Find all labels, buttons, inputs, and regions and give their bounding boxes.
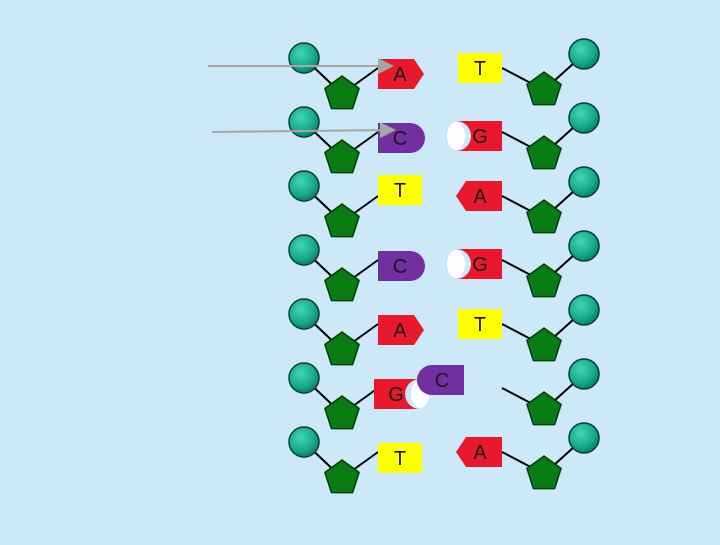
- deoxyribose-sugar: [324, 267, 360, 302]
- base-letter: G: [388, 384, 404, 406]
- base-letter: A: [473, 442, 487, 464]
- base-pair-row: [288, 294, 600, 366]
- deoxyribose-sugar: [526, 327, 562, 362]
- deoxyribose-sugar: [526, 455, 562, 490]
- deoxyribose-sugar: [526, 71, 562, 106]
- phosphate-group: [568, 422, 600, 454]
- base-letter: C: [435, 370, 449, 392]
- base-t-shape: [458, 309, 502, 339]
- base-a-shape: [378, 315, 424, 345]
- base-a-shape: [456, 181, 502, 211]
- base-a-shape: [456, 437, 502, 467]
- g-notch-highlight: [447, 250, 465, 278]
- base-g-shape: [374, 379, 420, 409]
- phosphate-group: [568, 294, 600, 326]
- base-c-shape: [417, 365, 464, 395]
- base-pair-row: [288, 230, 600, 302]
- base-g-shape: [456, 121, 502, 151]
- base-letter: T: [394, 448, 406, 470]
- phosphate-group: [288, 106, 320, 138]
- pointer-arrow-2: [211, 122, 396, 139]
- phosphate-group: [288, 298, 320, 330]
- deoxyribose-sugar: [526, 135, 562, 170]
- g-notch-highlight: [447, 122, 465, 150]
- base-letter: G: [472, 254, 488, 276]
- deoxyribose-sugar: [526, 263, 562, 298]
- phosphate-group: [288, 362, 320, 394]
- deoxyribose-sugar: [324, 459, 360, 494]
- base-pair-row: [288, 422, 600, 494]
- phosphate-group: [288, 170, 320, 202]
- phosphate-group: [568, 230, 600, 262]
- phosphate-group: [568, 358, 600, 390]
- deoxyribose-sugar: [526, 199, 562, 234]
- deoxyribose-sugar: [324, 395, 360, 430]
- base-letter: G: [472, 126, 488, 148]
- base-letter: T: [474, 314, 486, 336]
- base-letter: C: [393, 256, 407, 278]
- base-letter: C: [393, 128, 407, 150]
- phosphate-group: [568, 166, 600, 198]
- base-pair-row: [288, 102, 600, 174]
- base-c-shape: [378, 251, 425, 281]
- base-pair-row: [288, 38, 600, 110]
- phosphate-group: [288, 234, 320, 266]
- phosphate-group: [288, 42, 320, 74]
- base-t-shape: [378, 175, 422, 205]
- deoxyribose-sugar: [324, 331, 360, 366]
- deoxyribose-sugar: [324, 139, 360, 174]
- base-letter: A: [473, 186, 487, 208]
- deoxyribose-sugar: [324, 203, 360, 238]
- base-t-shape: [458, 53, 502, 83]
- phosphate-group: [568, 102, 600, 134]
- base-t-shape: [378, 443, 422, 473]
- base-letter: A: [393, 320, 407, 342]
- phosphate-group: [288, 426, 320, 458]
- deoxyribose-sugar: [526, 391, 562, 426]
- base-letter: T: [474, 58, 486, 80]
- base-pair-row: [288, 166, 600, 238]
- phosphate-group: [568, 38, 600, 70]
- base-pair: GC: [374, 365, 464, 409]
- base-letter: A: [393, 64, 407, 86]
- deoxyribose-sugar: [324, 75, 360, 110]
- base-letter: T: [394, 180, 406, 202]
- base-pair-row: [288, 358, 600, 430]
- base-g-shape: [456, 249, 502, 279]
